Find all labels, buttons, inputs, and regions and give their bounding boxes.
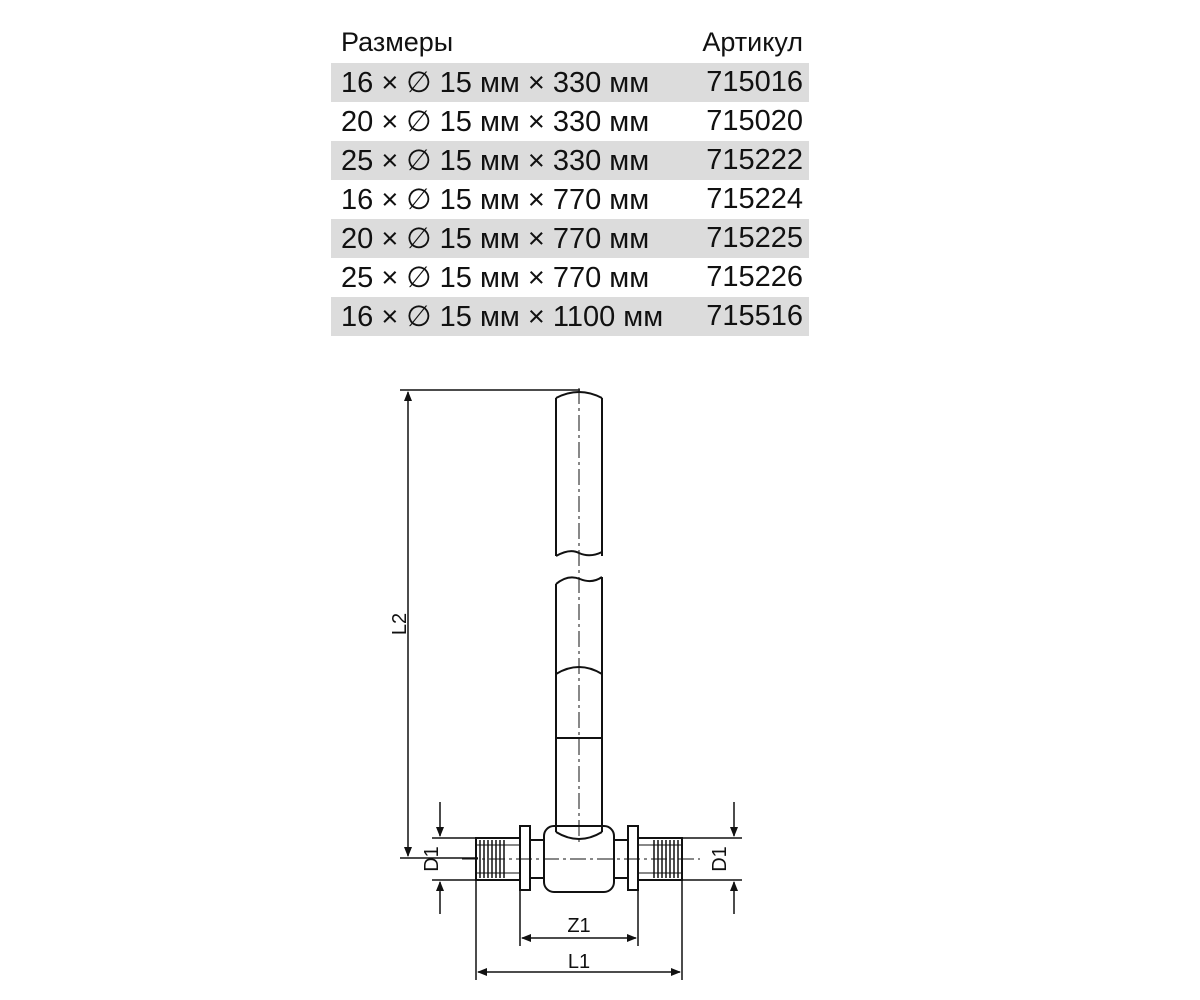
table-row: 20 × ∅ 15 мм × 770 мм 715225: [331, 219, 809, 258]
table-row: 20 × ∅ 15 мм × 330 мм 715020: [331, 102, 809, 141]
article-cell: 715020: [706, 105, 803, 137]
table-row: 25 × ∅ 15 мм × 330 мм 715222: [331, 141, 809, 180]
table-row: 16 × ∅ 15 мм × 1100 мм 715516: [331, 297, 809, 336]
size-cell: 25 × ∅ 15 мм × 770 мм: [341, 262, 650, 294]
table-row: 16 × ∅ 15 мм × 330 мм 715016: [331, 63, 809, 102]
size-cell: 16 × ∅ 15 мм × 1100 мм: [331, 297, 693, 336]
d1-right-dimension: [682, 802, 742, 914]
dimensions-table: Размеры Артикул 16 × ∅ 15 мм × 330 мм 71…: [331, 22, 809, 336]
article-cell: 715016: [692, 63, 809, 102]
article-column-header: Артикул: [702, 27, 803, 57]
size-cell: 20 × ∅ 15 мм × 770 мм: [331, 219, 693, 258]
size-cell: 16 × ∅ 15 мм × 770 мм: [341, 184, 650, 216]
size-cell: 16 × ∅ 15 мм × 330 мм: [331, 63, 693, 102]
table-header-row: Размеры Артикул: [331, 22, 809, 63]
table-row: 16 × ∅ 15 мм × 770 мм 715224: [331, 180, 809, 219]
d1-left-label: D1: [421, 846, 443, 872]
size-cell: 20 × ∅ 15 мм × 330 мм: [341, 106, 650, 138]
article-cell: 715516: [692, 297, 809, 336]
z1-dimension: [519, 890, 639, 946]
d1-left-dimension: [432, 802, 478, 914]
table-row: 25 × ∅ 15 мм × 770 мм 715226: [331, 258, 809, 297]
article-cell: 715225: [692, 219, 809, 258]
l1-label: L1: [568, 951, 590, 973]
vertical-pipe: [555, 388, 603, 842]
article-cell: 715224: [706, 183, 803, 215]
l2-label: L2: [389, 613, 411, 635]
d1-right-label: D1: [709, 846, 731, 872]
z1-label: Z1: [567, 915, 590, 937]
article-cell: 715226: [706, 261, 803, 293]
size-column-header: Размеры: [341, 27, 454, 57]
l1-dimension: [475, 880, 683, 980]
size-cell: 25 × ∅ 15 мм × 330 мм: [331, 141, 693, 180]
article-cell: 715222: [692, 141, 809, 180]
l2-dimension: [400, 389, 580, 859]
